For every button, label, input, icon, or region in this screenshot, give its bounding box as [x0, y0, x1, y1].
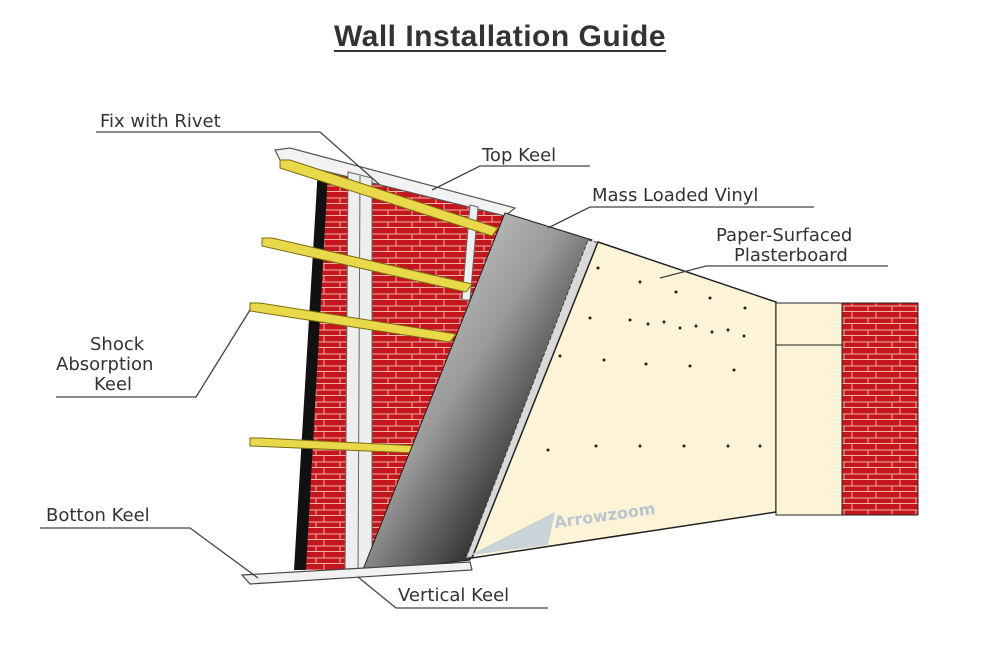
label-vertical-keel: Vertical Keel — [398, 585, 509, 606]
shock-absorption-keels — [249, 159, 499, 454]
plasterboard: Arrowzoom — [470, 241, 777, 559]
diagram-title: Wall Installation Guide — [333, 20, 667, 53]
label-bottom-keel: Botton Keel — [46, 505, 150, 526]
label-shock-2: Absorption — [56, 354, 153, 375]
label-fix-with-rivet: Fix with Rivet — [100, 111, 221, 132]
wall-end — [775, 302, 919, 516]
label-top-keel: Top Keel — [481, 145, 556, 166]
mass-loaded-vinyl — [361, 212, 593, 573]
watermark-arrow-icon — [470, 512, 555, 555]
top-keel — [274, 147, 517, 217]
label-shock-3: Keel — [94, 374, 132, 395]
label-plasterboard-2: Plasterboard — [734, 245, 848, 266]
leader-lines — [40, 131, 888, 609]
bottom-keel — [240, 561, 473, 585]
label-shock-1: Shock — [90, 334, 145, 355]
label-plasterboard-1: Paper-Surfaced — [716, 225, 852, 246]
label-mass-loaded-vinyl: Mass Loaded Vinyl — [592, 185, 758, 206]
